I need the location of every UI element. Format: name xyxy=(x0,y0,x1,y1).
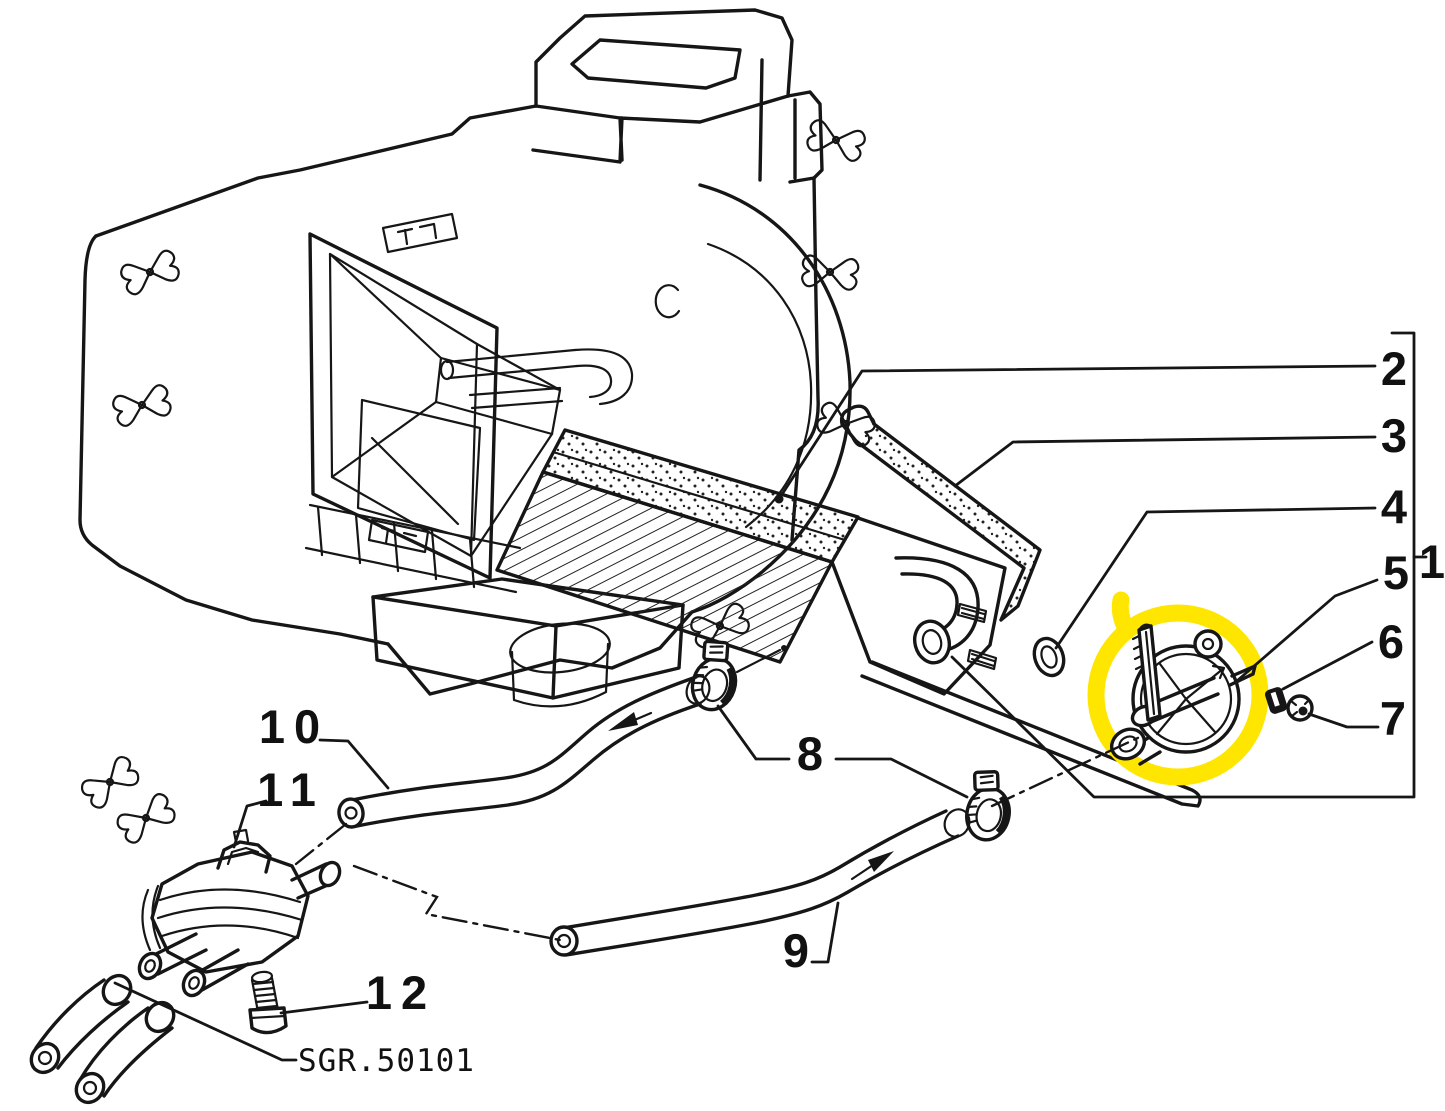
callout-1: 1 xyxy=(1419,535,1445,588)
callout-3: 3 xyxy=(1381,409,1409,462)
tap-assembly xyxy=(29,828,342,1105)
callout-7: 7 xyxy=(1380,692,1408,745)
internal-pipes xyxy=(439,348,634,410)
valve-lever xyxy=(1131,623,1162,722)
core-mounting-plate xyxy=(830,516,1202,808)
callout-4: 4 xyxy=(1381,480,1409,533)
callout-11: 11 xyxy=(257,763,325,816)
hose-clamp-2 xyxy=(961,767,1017,844)
heater-hose-upper xyxy=(337,675,711,829)
core-gasket xyxy=(839,404,1042,622)
screw xyxy=(248,970,288,1035)
callout-8: 8 xyxy=(797,727,825,780)
reference-code: SGR.50101 xyxy=(298,1043,475,1079)
heater-core xyxy=(495,428,860,664)
callout-9: 9 xyxy=(783,924,811,977)
heater-box-housing xyxy=(77,8,879,847)
leader-lines xyxy=(113,364,1380,1062)
callout-10: 10 xyxy=(259,700,329,753)
callout-12: 12 xyxy=(366,966,436,1019)
highlight-stroke-tail xyxy=(1111,591,1136,640)
callout-6: 6 xyxy=(1378,615,1406,668)
c-mark xyxy=(654,284,681,319)
flow-arrow xyxy=(850,851,894,881)
rubber-hoses xyxy=(29,973,176,1105)
highlight-circle xyxy=(1087,591,1269,786)
callout-labels: 1 2 3 4 5 6 7 8 9 10 11 12 SGR.50101 xyxy=(257,342,1445,1079)
water-valve xyxy=(1109,623,1257,766)
o-ring xyxy=(1032,636,1066,678)
slotted-base xyxy=(304,503,522,594)
washer xyxy=(1265,687,1288,714)
front-opening-frame xyxy=(308,232,499,580)
callout-2: 2 xyxy=(1381,342,1409,395)
nut xyxy=(1286,694,1314,722)
callout-5: 5 xyxy=(1383,546,1411,599)
center-lines xyxy=(294,645,1144,942)
callout-1-bracket xyxy=(950,331,1416,799)
heater-hose-lower xyxy=(549,808,971,957)
flow-arrow xyxy=(608,711,653,731)
